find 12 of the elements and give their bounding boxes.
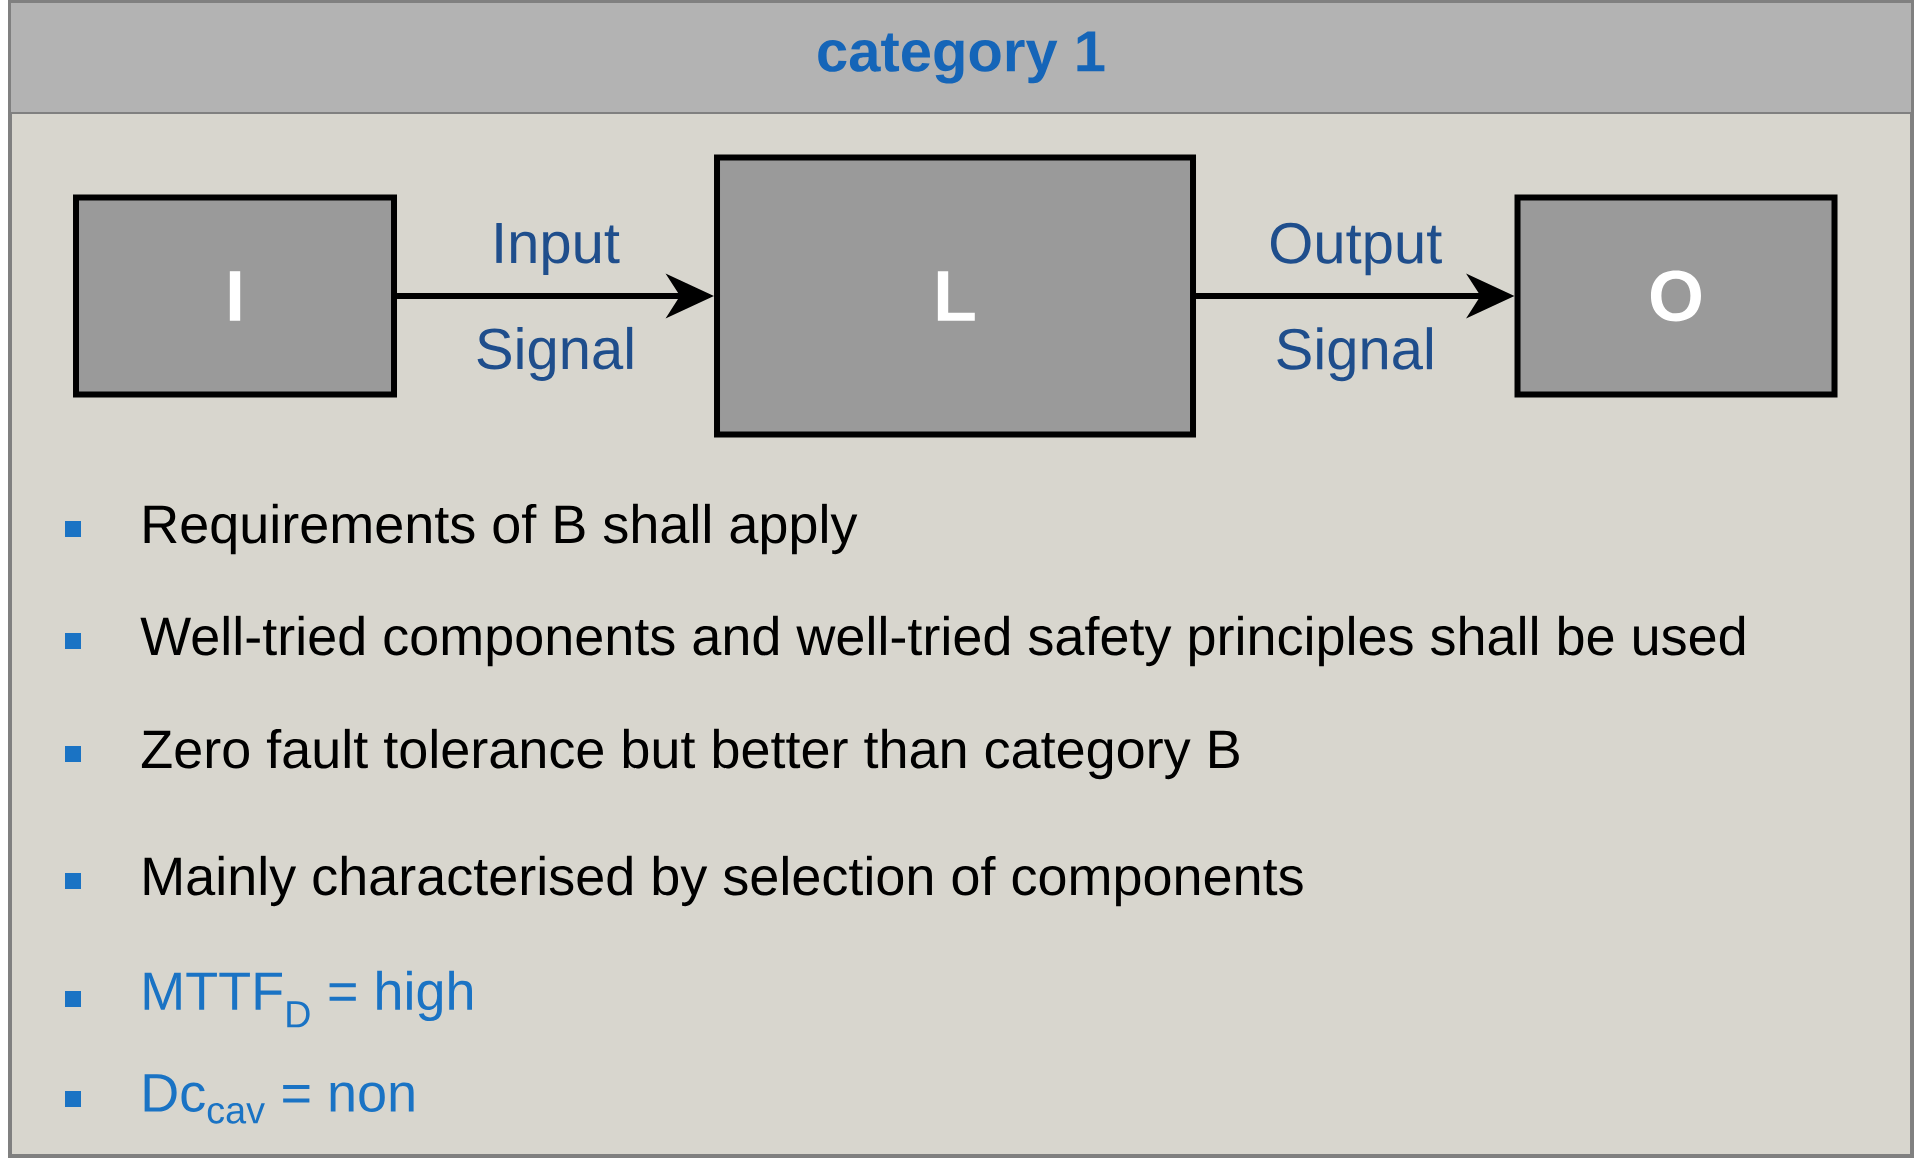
process-box: I [73,194,397,398]
edge-label: Output Signal [1270,222,1442,382]
process-box: O [1514,194,1838,398]
process-box: L [714,154,1196,438]
bullet-text: MTTF$_{D}$ = high [144,970,472,1028]
bullet-text: Mainly characterised by selection of components [144,855,1303,907]
bullet-text: Requirements of B shall apply [144,503,858,555]
bullet-text: Well-tried components and well-tried safety principles shall be used [140,615,1745,667]
bullet-text: Dc$_{cav}$ = non [144,1074,414,1124]
edge-label: Input Signal [477,223,633,381]
title-bar: category 1 [9,1,1913,114]
bullet-text: Zero fault tolerance but better than category B [141,728,1239,780]
